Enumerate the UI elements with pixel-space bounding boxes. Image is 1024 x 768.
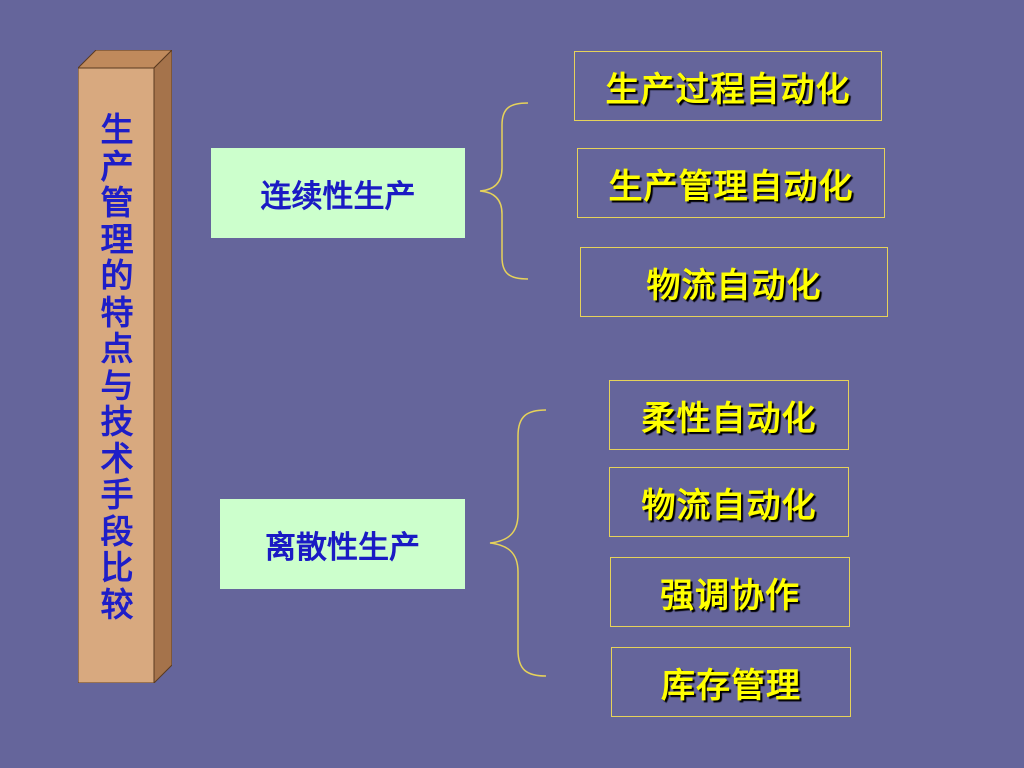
item-logistics-automation: 物流自动化 <box>580 247 888 317</box>
item-production-process-automation: 生产过程自动化 <box>574 51 882 121</box>
pillar-char: 与 <box>100 365 134 405</box>
pillar-char: 手 <box>100 475 134 514</box>
pillar-char: 技 <box>100 402 134 441</box>
pillar-char: 生 <box>100 110 134 149</box>
pillar-char: 段 <box>100 511 134 551</box>
item-logistics-automation-discrete: 物流自动化 <box>609 467 849 537</box>
item-flexible-automation: 柔性自动化 <box>609 380 849 450</box>
item-production-management-automation: 生产管理自动化 <box>577 148 885 218</box>
pillar-char: 的 <box>100 256 134 295</box>
brace-discrete <box>489 409 547 677</box>
category-continuous-production: 连续性生产 <box>211 148 465 238</box>
pillar-char: 较 <box>100 584 134 624</box>
pillar-title: 生 产 管 理 的 特 点 与 技 术 手 段 比 较 <box>78 110 156 624</box>
category-discrete-production: 离散性生产 <box>220 499 465 589</box>
pillar-3d-shape <box>78 50 172 683</box>
pillar-char: 术 <box>100 438 134 478</box>
item-inventory-management: 库存管理 <box>611 647 851 717</box>
pillar-char: 点 <box>100 329 134 368</box>
pillar-char: 理 <box>100 219 134 259</box>
brace-continuous <box>479 102 529 280</box>
title-pillar: 生 产 管 理 的 特 点 与 技 术 手 段 比 较 <box>78 50 172 683</box>
pillar-char: 比 <box>100 548 134 587</box>
pillar-char: 特 <box>100 292 134 332</box>
item-emphasize-collaboration: 强调协作 <box>610 557 850 627</box>
pillar-char: 产 <box>100 146 134 186</box>
pillar-char: 管 <box>100 183 134 222</box>
